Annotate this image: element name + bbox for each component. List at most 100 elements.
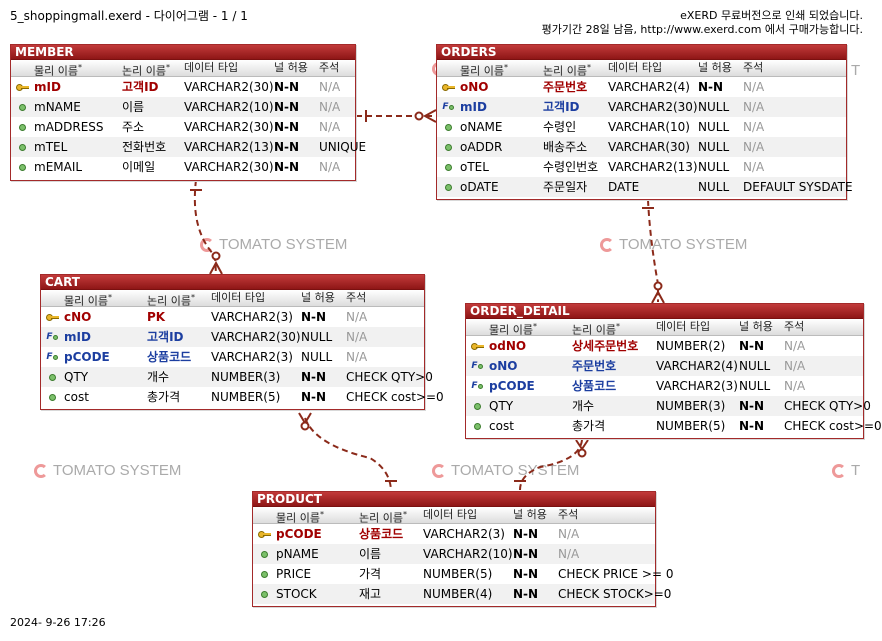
column-logical-name: 주문일자 xyxy=(543,180,588,194)
column-data-type: NUMBER(2) xyxy=(656,339,726,353)
column-physical-name: PRICE xyxy=(276,567,312,581)
column-nullable: N-N xyxy=(274,140,300,154)
column-data-type: NUMBER(3) xyxy=(656,399,726,413)
column-nullable: N-N xyxy=(301,370,327,384)
column-nullable: N-N xyxy=(274,120,300,134)
column-comment: N/A xyxy=(319,100,341,114)
watermark: TOMATO SYSTEM xyxy=(432,462,579,479)
primary-key-icon xyxy=(15,77,29,97)
column-comment: N/A xyxy=(558,547,580,561)
column-logical-name: 주소 xyxy=(122,120,145,134)
column-logical-name: 주문번호 xyxy=(543,80,588,94)
column-physical-name: QTY xyxy=(64,370,89,384)
col-null-header: 널 허용 xyxy=(739,320,773,333)
column-physical-name: mADDRESS xyxy=(34,120,104,134)
column-comment: N/A xyxy=(784,379,806,393)
watermark-partial: T xyxy=(832,462,860,479)
column-comment: N/A xyxy=(346,310,368,324)
column-physical-name: pCODE xyxy=(64,350,110,364)
optional-marker xyxy=(653,281,663,291)
column-icon xyxy=(470,396,484,416)
column-icon xyxy=(15,157,29,177)
column-comment: N/A xyxy=(743,120,765,134)
col-logical-header: 논리 이름* xyxy=(122,63,170,78)
watermark-logo-icon xyxy=(832,463,846,478)
column-physical-name: oADDR xyxy=(460,140,503,154)
column-comment: N/A xyxy=(558,527,580,541)
watermark-logo-icon xyxy=(200,237,214,252)
col-physical-header: 물리 이름* xyxy=(460,63,508,78)
column-data-type: VARCHAR2(4) xyxy=(608,80,690,94)
column-icon xyxy=(45,387,59,407)
column-comment: N/A xyxy=(743,100,765,114)
license-notice: eXERD 무료버전으로 인쇄 되었습니다. 평가기간 28일 남음, http… xyxy=(542,9,863,37)
primary-key-icon xyxy=(470,336,484,356)
print-timestamp: 2024- 9-26 17:26 xyxy=(10,616,106,629)
column-physical-name: mEMAIL xyxy=(34,160,83,174)
col-null-header: 널 허용 xyxy=(274,61,308,74)
column-data-type: NUMBER(5) xyxy=(656,419,726,433)
column-data-type: DATE xyxy=(608,180,640,194)
column-data-type: VARCHAR(10) xyxy=(608,120,690,134)
column-data-type: VARCHAR2(13) xyxy=(608,160,698,174)
primary-key-icon xyxy=(441,77,455,97)
column-nullable: N-N xyxy=(301,310,327,324)
column-physical-name: cost xyxy=(64,390,89,404)
column-logical-name: 총가격 xyxy=(572,419,606,433)
watermark-logo-icon xyxy=(432,463,446,478)
column-nullable: N-N xyxy=(739,399,765,413)
column-nullable: N-N xyxy=(513,547,539,561)
column-physical-name: oTEL xyxy=(460,160,489,174)
many-marker xyxy=(651,289,665,304)
column-logical-name: 주문번호 xyxy=(572,359,617,373)
column-physical-name: oDATE xyxy=(460,180,499,194)
column-data-type: VARCHAR2(30) xyxy=(608,100,698,114)
column-physical-name: pNAME xyxy=(276,547,319,561)
col-comment-header: 주석 xyxy=(558,508,579,521)
watermark-logo-icon xyxy=(600,237,614,252)
foreign-key-icon: F xyxy=(45,347,59,367)
entity-title: ORDER_DETAIL xyxy=(466,304,863,319)
column-icon xyxy=(45,367,59,387)
column-comment: N/A xyxy=(784,339,806,353)
col-physical-header: 물리 이름* xyxy=(34,63,82,78)
col-type-header: 데이터 타입 xyxy=(211,291,266,304)
column-data-type: VARCHAR2(3) xyxy=(423,527,505,541)
column-physical-name: mID xyxy=(34,80,61,94)
col-physical-header: 물리 이름* xyxy=(276,510,324,525)
